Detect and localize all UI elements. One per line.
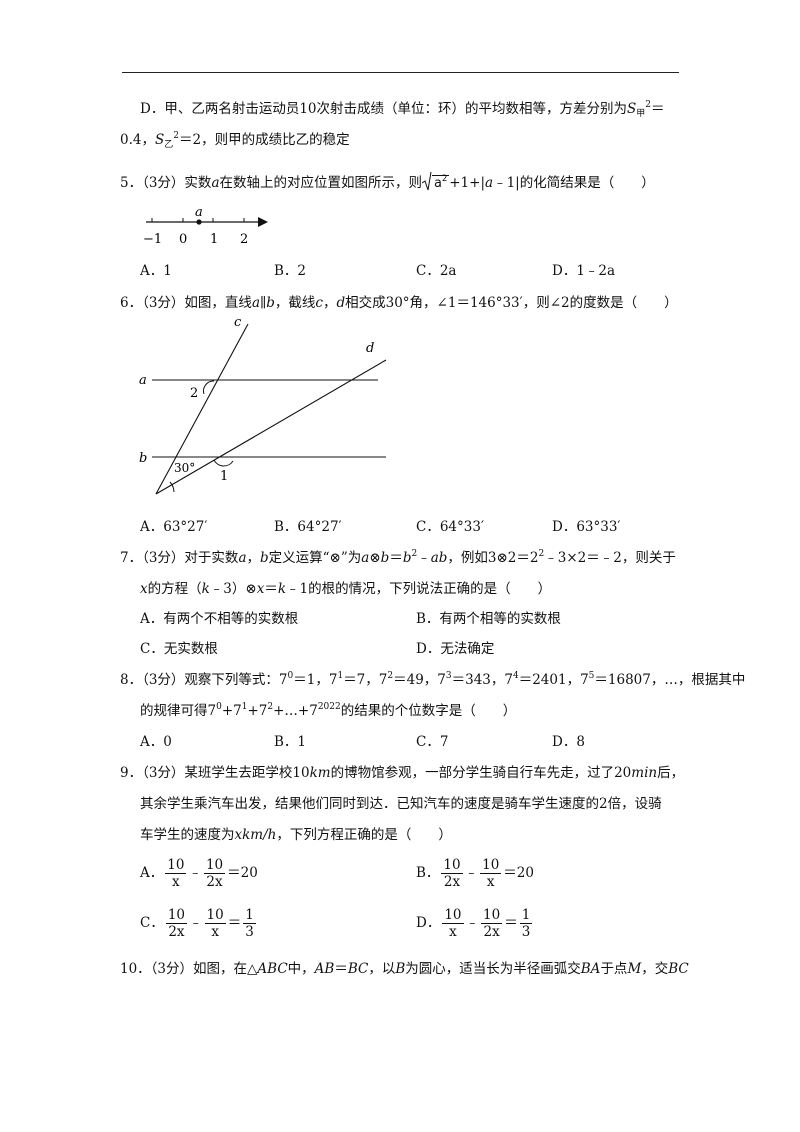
q10-stem-line1: 10．（3分）如图，在△ABC中，AB＝BC，以B为圆心，适当长为半径画弧交BA… — [120, 961, 689, 977]
header-rule — [122, 72, 679, 73]
q7-stem-line2: x的方程（k﹣3）⊗x＝k﹣1的根的情况，下列说法正确的是（ ） — [140, 581, 552, 597]
q5-option-c: C．2a — [416, 263, 457, 279]
label-angle-1: 1 — [220, 469, 228, 484]
q5-number-line: a −1 0 1 2 — [143, 205, 268, 247]
q6-option-c: C．64°33′ — [416, 519, 485, 535]
tick-label-minus1: −1 — [143, 232, 162, 247]
line-d — [155, 359, 387, 495]
sqrt-expression: a2 — [422, 171, 450, 193]
q6-option-a: A．63°27′ — [140, 519, 208, 535]
label-angle-2: 2 — [190, 386, 198, 401]
label-c: c — [234, 315, 242, 330]
label-30-degrees: 30° — [174, 461, 195, 475]
label-a: a — [139, 373, 147, 388]
q9-stem-line3: 车学生的速度为xkm/h，下列方程正确的是（ ） — [140, 827, 452, 843]
point-a — [196, 219, 202, 225]
q5-option-d: D．1﹣2a — [552, 263, 616, 279]
q6-stem: 6．（3分）如图，直线a∥b，截线c，d相交成30°角，∠1＝146°33′，则… — [120, 295, 678, 311]
line-c — [155, 323, 249, 495]
q7-stem-line1: 7．（3分）对于实数a，b定义运算“⊗”为a⊗b＝b2﹣ab，例如3⊗2＝22﹣… — [120, 549, 676, 567]
q7-option-c: C．无实数根 — [140, 641, 218, 657]
point-a-label: a — [195, 205, 203, 220]
q8-option-b: B．1 — [274, 734, 307, 750]
q9-stem-line1: 9．（3分）某班学生去距学校10km的博物馆参观，一部分学生骑自行车先走，过了2… — [120, 765, 685, 781]
q4-option-d-line1: D．甲、乙两名射击运动员10次射击成绩（单位：环）的平均数相等，方差分别为S甲2… — [140, 100, 665, 119]
q8-option-d: D．8 — [552, 734, 585, 750]
q4-option-d-line2: 0.4，S乙2＝2，则甲的成绩比乙的稳定 — [120, 131, 350, 150]
q5-option-b: B．2 — [274, 263, 307, 279]
q8-stem-line1: 8．（3分）观察下列等式：70＝1，71＝7，72＝49，73＝343，74＝2… — [120, 671, 746, 689]
q6-option-b: B．64°27′ — [274, 519, 342, 535]
q8-option-a: A．0 — [140, 734, 172, 750]
angle-30-arc — [169, 481, 175, 493]
q7-option-b: B．有两个相等的实数根 — [416, 611, 561, 627]
label-d: d — [366, 341, 374, 356]
label-b: b — [139, 451, 147, 466]
q8-option-c: C．7 — [416, 734, 449, 750]
q9-stem-line2: 其余学生乘汽车出发，结果他们同时到达．已知汽车的速度是骑车学生速度的2倍，设骑 — [140, 796, 662, 812]
q7-option-d: D．无法确定 — [416, 641, 495, 657]
tick-label-2: 2 — [240, 232, 248, 247]
angle-1-arc — [213, 459, 234, 467]
angle-2-arc — [203, 380, 215, 395]
q8-stem-line2: 的规律可得70+71+72+…+72022的结果的个位数字是（ ） — [140, 702, 517, 720]
q6-option-d: D．63°33′ — [552, 519, 621, 535]
radical-sign-icon — [422, 171, 432, 191]
q6-parallel-lines-figure: a b c d 2 1 30° — [139, 315, 387, 495]
tick-label-0: 0 — [179, 232, 187, 247]
q5-option-a: A．1 — [140, 263, 172, 279]
arrow-right-icon — [258, 217, 268, 227]
tick-label-1: 1 — [210, 232, 218, 247]
q7-option-a: A．有两个不相等的实数根 — [140, 611, 299, 627]
